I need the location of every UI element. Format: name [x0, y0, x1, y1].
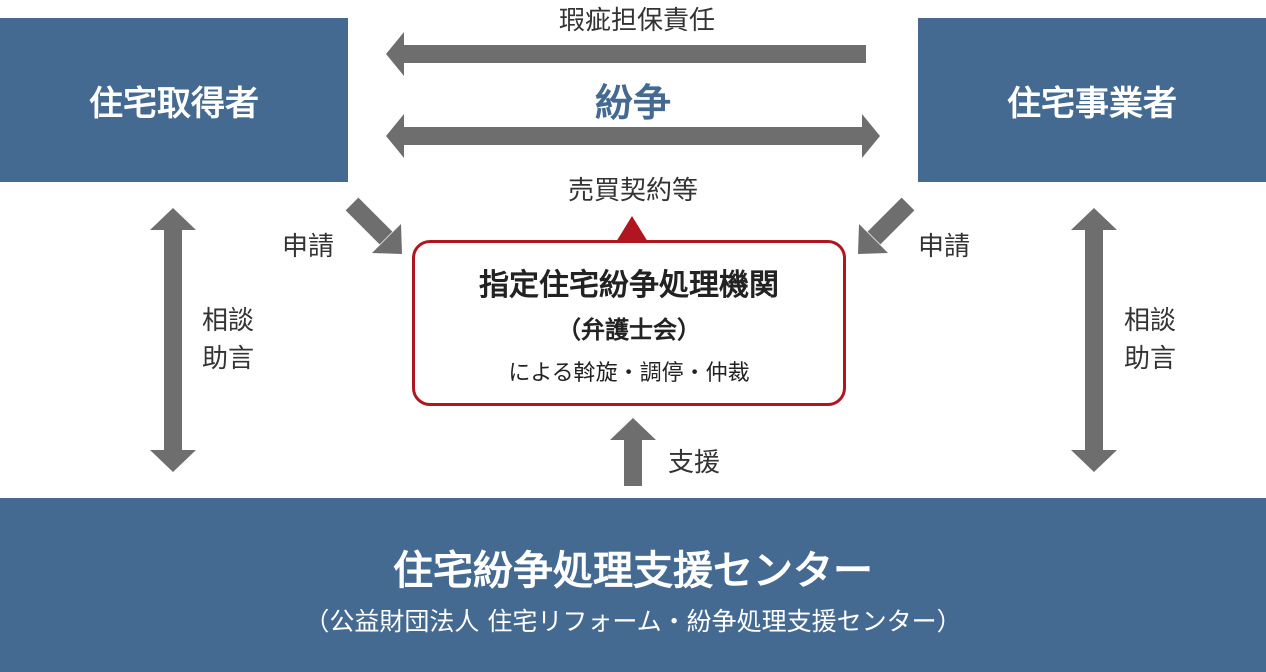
advice-left-label: 助言: [202, 344, 255, 374]
consult-left-arrow: [150, 208, 196, 472]
housing-acquirer-box: 住宅取得者: [0, 18, 348, 182]
housing-business-box: 住宅事業者: [918, 18, 1266, 182]
dispute-organization-box: 指定住宅紛争処理機関 （弁護士会） による斡旋・調停・仲裁: [412, 240, 846, 406]
organization-description: による斡旋・調停・仲裁: [508, 360, 750, 386]
consult-advice-right: 相談 助言: [1124, 302, 1176, 378]
organization-name: 指定住宅紛争処理機関: [479, 267, 779, 303]
warranty-arrow: [386, 32, 866, 76]
support-center-subtitle: （公益財団法人 住宅リフォーム・紛争処理支援センター）: [304, 607, 962, 636]
consult-advice-left: 相談 助言: [202, 302, 254, 378]
consult-right-arrow: [1071, 208, 1117, 472]
support-arrow: [610, 418, 656, 486]
support-center-title: 住宅紛争処理支援センター: [393, 548, 873, 594]
apply-left-arrow: [345, 197, 402, 254]
org-pointer-triangle: [616, 216, 648, 242]
warranty-label: 瑕疵担保責任: [558, 6, 715, 36]
consult-left-label: 相談: [202, 306, 255, 336]
support-center-box: 住宅紛争処理支援センター （公益財団法人 住宅リフォーム・紛争処理支援センター）: [0, 498, 1266, 672]
organization-sub: （弁護士会）: [557, 315, 701, 344]
housing-acquirer-label: 住宅取得者: [89, 83, 259, 124]
consult-right-label: 相談: [1124, 306, 1177, 336]
dispute-label: 紛争: [594, 81, 671, 125]
support-label: 支援: [668, 448, 721, 478]
apply-left-label: 申請: [282, 232, 335, 262]
apply-right-arrow: [858, 197, 915, 254]
dispute-arrow: [386, 114, 880, 158]
contract-label: 売買契約等: [567, 176, 698, 206]
housing-business-label: 住宅事業者: [1007, 83, 1177, 124]
advice-right-label: 助言: [1124, 344, 1177, 374]
apply-right-label: 申請: [918, 232, 971, 262]
